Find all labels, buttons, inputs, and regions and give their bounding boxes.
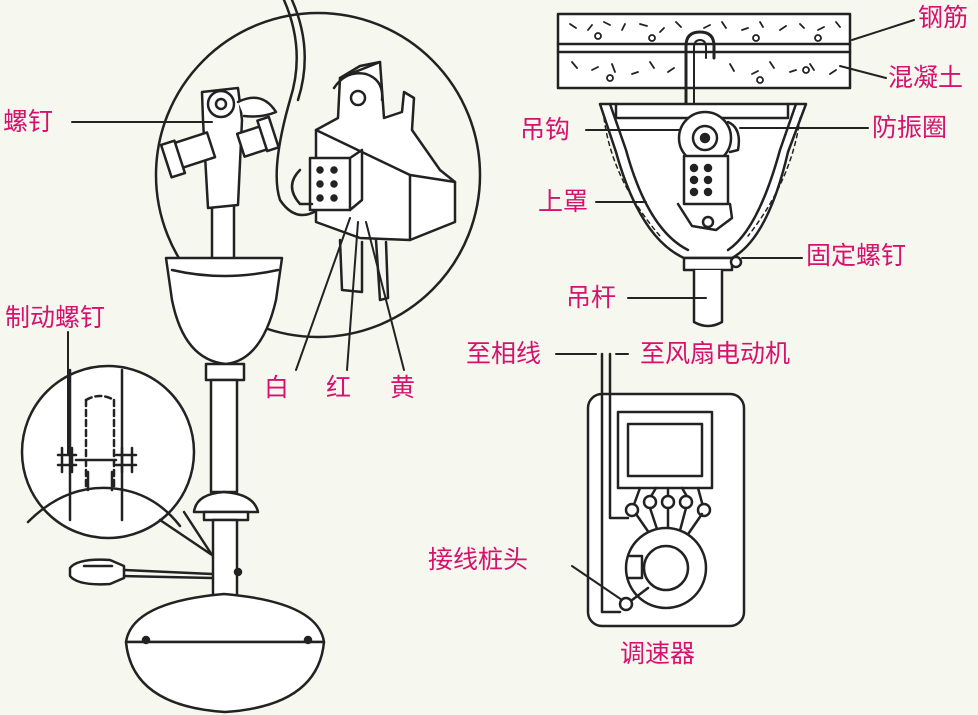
ceiling-hook-section [556, 12, 915, 328]
label-screw: 螺钉 [3, 107, 54, 136]
label-rebar: 钢筋 [918, 3, 969, 32]
down-rod-left [209, 378, 239, 494]
label-red-wire: 红 [326, 373, 352, 402]
label-yellow-wire: 黄 [390, 373, 416, 402]
label-terminal-post: 接线桩头 [428, 545, 529, 574]
label-white-wire: 白 [264, 373, 290, 402]
ceiling-hook [684, 30, 716, 182]
fan-assembly [20, 0, 482, 714]
speed-regulator-box [555, 352, 746, 628]
fan-motor-housing [124, 592, 326, 644]
label-hook: 吊钩 [520, 115, 571, 144]
label-down-rod: 吊杆 [566, 283, 617, 312]
rod-coupling [192, 490, 260, 514]
detail-zoom-circle-large [154, 11, 482, 339]
label-brake-screw: 制动螺钉 [5, 303, 106, 332]
upper-bell-cover [164, 256, 284, 366]
label-speed-regulator: 调速器 [620, 639, 696, 668]
screwdriver [68, 558, 243, 586]
label-to-phase-line: 至相线 [466, 339, 542, 368]
down-rod-right [692, 268, 724, 328]
label-anti-vibration-ring: 防振圈 [872, 113, 948, 142]
screw-bracket [159, 86, 280, 210]
label-concrete: 混凝土 [888, 63, 964, 92]
label-upper-cover: 上罩 [538, 187, 589, 216]
label-to-fan-motor: 至风扇电动机 [640, 339, 791, 368]
label-fixing-screw: 固定螺钉 [806, 241, 907, 270]
terminal-block-assembly [290, 60, 457, 302]
